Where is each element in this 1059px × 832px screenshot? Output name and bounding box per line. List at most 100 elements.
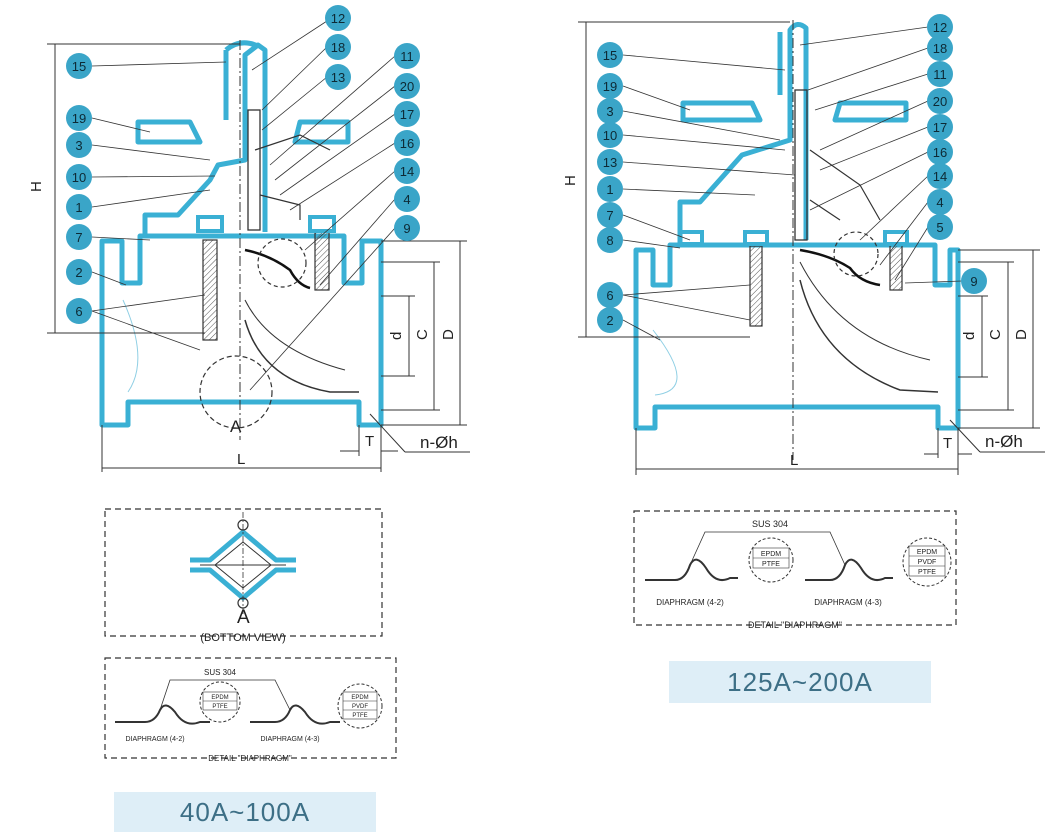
svg-text:20: 20	[933, 94, 947, 109]
callout-5: 5	[927, 214, 953, 240]
right-callouts: 15 19 3 10 13 1 7 8 6 2 12 18 11 20 17 1…	[597, 14, 987, 333]
svg-text:13: 13	[603, 155, 617, 170]
svg-text:14: 14	[400, 164, 414, 179]
right-valve-bonnet	[677, 22, 809, 244]
right-dim-c: C	[987, 329, 1004, 340]
right-dim-h: H	[562, 175, 579, 186]
left-detail-marker: A	[230, 417, 242, 436]
bottom-view-marker: A	[237, 607, 250, 628]
svg-text:7: 7	[75, 230, 82, 245]
svg-text:12: 12	[933, 20, 947, 35]
right-dim-d: D	[1013, 329, 1030, 340]
left-valve-bonnet	[142, 42, 268, 235]
left-dim-holes: n-Øh	[420, 433, 458, 452]
svg-text:10: 10	[603, 128, 617, 143]
svg-text:PVDF: PVDF	[918, 559, 937, 566]
callout-9: 9	[961, 268, 987, 294]
svg-text:5: 5	[936, 220, 943, 235]
svg-text:16: 16	[933, 145, 947, 160]
svg-text:EPDM: EPDM	[917, 549, 937, 556]
svg-text:16: 16	[400, 136, 414, 151]
left-dim-d: D	[440, 329, 457, 340]
svg-text:17: 17	[400, 107, 414, 122]
svg-text:10: 10	[72, 170, 86, 185]
right-dim-t: T	[943, 435, 952, 452]
material-label: SUS 304	[204, 668, 237, 677]
callout-4: 4	[394, 186, 420, 212]
svg-text:EPDM: EPDM	[211, 695, 228, 701]
svg-text:14: 14	[933, 169, 947, 184]
callout-13: 13	[597, 149, 623, 175]
callout-6: 6	[597, 282, 623, 308]
bottom-view-box: A (BOTTOM VIEW)	[104, 508, 383, 644]
svg-text:19: 19	[72, 111, 86, 126]
svg-text:3: 3	[75, 138, 82, 153]
svg-text:9: 9	[403, 221, 410, 236]
svg-text:2: 2	[75, 265, 82, 280]
svg-text:12: 12	[331, 11, 345, 26]
diaphragm-4-2-label: DIAPHRAGM (4-2)	[656, 598, 724, 607]
diaphragm-4-3-label: DIAPHRAGM (4-3)	[260, 736, 319, 743]
callout-20: 20	[927, 88, 953, 114]
callout-8: 8	[597, 227, 623, 253]
callout-19: 19	[66, 105, 92, 131]
callout-3: 3	[597, 98, 623, 124]
svg-text:PTFE: PTFE	[762, 561, 780, 568]
svg-text:19: 19	[603, 79, 617, 94]
svg-text:13: 13	[331, 70, 345, 85]
svg-text:8: 8	[606, 233, 613, 248]
callout-10: 10	[597, 122, 623, 148]
left-dim-h: H	[28, 181, 45, 192]
bottom-view-caption: (BOTTOM VIEW)	[200, 632, 285, 644]
callout-2: 2	[66, 259, 92, 285]
detail-caption: DETAIL "DIAPHRAGM"	[748, 620, 842, 630]
callout-14: 14	[927, 163, 953, 189]
svg-text:EPDM: EPDM	[761, 551, 781, 558]
svg-text:PTFE: PTFE	[918, 569, 936, 576]
svg-text:EPDM: EPDM	[351, 695, 368, 701]
svg-text:15: 15	[603, 48, 617, 63]
svg-text:2: 2	[606, 313, 613, 328]
svg-text:1: 1	[75, 200, 82, 215]
left-valve-drawing: A H L T d C D n-	[28, 5, 470, 472]
right-dim-holes: n-Øh	[985, 432, 1023, 451]
left-dim-d-small: d	[388, 332, 405, 340]
left-dim-l: L	[237, 451, 245, 468]
detail-caption: DETAIL "DIAPHRAGM"	[208, 754, 292, 763]
right-valve-body	[633, 242, 961, 431]
callout-9: 9	[394, 215, 420, 241]
callout-4: 4	[927, 189, 953, 215]
svg-text:20: 20	[400, 79, 414, 94]
material-label: SUS 304	[752, 519, 788, 529]
svg-text:PVDF: PVDF	[352, 704, 368, 710]
left-dim-c: C	[414, 329, 431, 340]
svg-text:PTFE: PTFE	[352, 713, 367, 719]
diaphragm-detail-left: SUS 304 EPDM PTFE EPDM PVDF PTFE DIAPHRA…	[104, 657, 397, 763]
svg-text:3: 3	[606, 104, 613, 119]
svg-text:18: 18	[331, 40, 345, 55]
svg-text:4: 4	[403, 192, 410, 207]
callout-16: 16	[394, 130, 420, 156]
callout-10: 10	[66, 164, 92, 190]
left-valve-handwheel	[135, 119, 351, 145]
callout-20: 20	[394, 73, 420, 99]
diaphragm-detail-right: SUS 304 EPDM PTFE EPDM PVDF PTFE DIAPHRA…	[633, 510, 957, 630]
callout-15: 15	[597, 42, 623, 68]
svg-text:1: 1	[606, 182, 613, 197]
left-callouts: 15 19 3 10 1 7 2 6 12 18 13 11 20 17 16 …	[66, 5, 420, 324]
callout-15: 15	[66, 53, 92, 79]
right-dim-d-small: d	[961, 332, 978, 340]
callout-11: 11	[394, 43, 420, 69]
right-valve-handwheel	[680, 100, 909, 123]
callout-17: 17	[927, 114, 953, 140]
svg-text:17: 17	[933, 120, 947, 135]
size-label-left: 40A~100A	[114, 792, 376, 832]
callout-12: 12	[325, 5, 351, 31]
diaphragm-4-2-label: DIAPHRAGM (4-2)	[125, 736, 184, 743]
svg-text:6: 6	[75, 304, 82, 319]
callout-1: 1	[66, 194, 92, 220]
callout-7: 7	[66, 224, 92, 250]
diaphragm-4-3-label: DIAPHRAGM (4-3)	[814, 598, 882, 607]
svg-text:18: 18	[933, 41, 947, 56]
